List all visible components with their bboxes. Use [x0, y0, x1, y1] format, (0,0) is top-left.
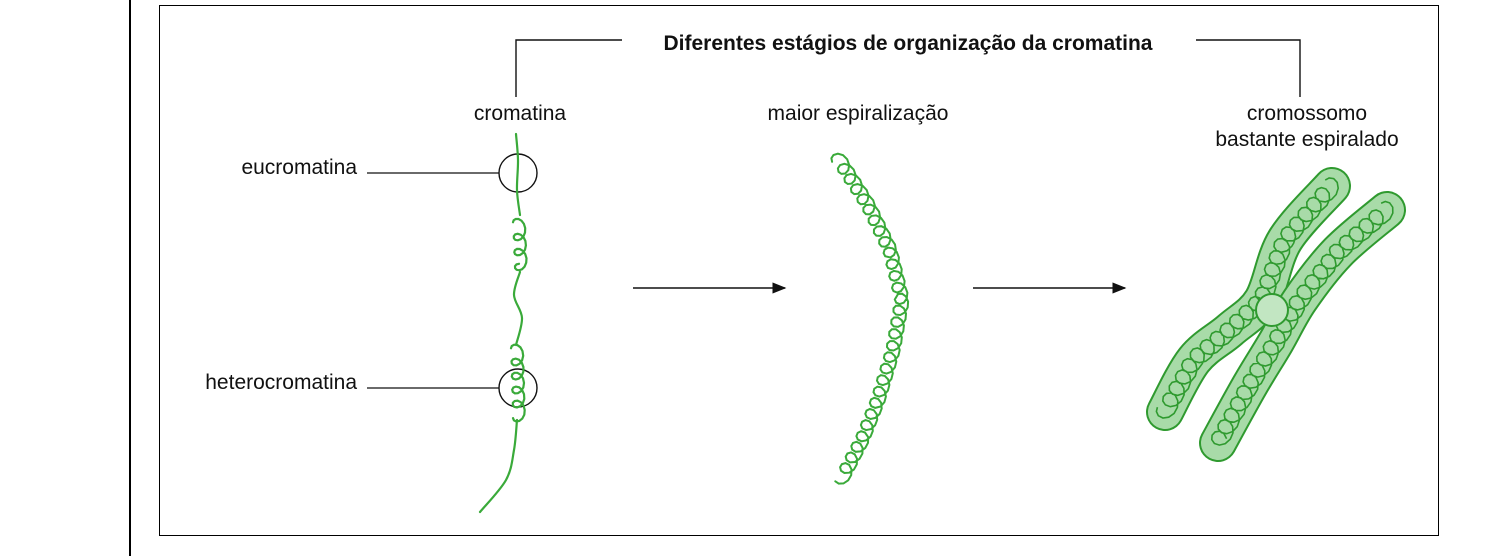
chromatin-fiber: [478, 132, 528, 514]
stage-label-chromosome-line2: bastante espiralado: [1215, 128, 1398, 151]
chromatid-b-body: [1201, 193, 1404, 460]
heterochromatin-label: heterocromatina: [205, 371, 357, 394]
chromatid-a-coils: [1155, 177, 1340, 419]
figure-frame: [159, 5, 1439, 536]
euchromatin-label: eucromatina: [241, 156, 357, 179]
chromatid-b-coils: [1210, 200, 1394, 446]
title-bracket-left: [515, 39, 622, 97]
coiled-chromatin-fiber: [830, 152, 910, 485]
stage-label-chromosome-line1: cromossomo: [1247, 102, 1367, 125]
stage-label-chromatin: cromatina: [474, 102, 567, 125]
title-bracket-right: [1196, 39, 1301, 97]
stage-label-more-coiling: maior espiralização: [768, 102, 949, 125]
chromatid-a-body: [1148, 169, 1349, 429]
page-left-rule: [129, 0, 131, 556]
centromere: [1255, 293, 1289, 327]
diagram-title: Diferentes estágios de organização da cr…: [664, 32, 1153, 55]
chromosome: [1146, 167, 1406, 462]
